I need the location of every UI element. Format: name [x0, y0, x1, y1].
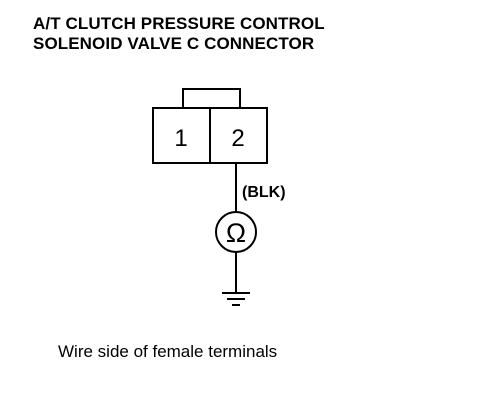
- connector: [152, 88, 268, 164]
- ohm-icon: Ω: [226, 218, 246, 248]
- title-line-2: SOLENOID VALVE C CONNECTOR: [33, 34, 315, 53]
- title-line-1: A/T CLUTCH PRESSURE CONTROL: [33, 14, 325, 33]
- connector-lock-tab: [182, 88, 241, 108]
- diagram-title: A/T CLUTCH PRESSURE CONTROL SOLENOID VAL…: [33, 14, 325, 54]
- terminal-2-label: 2: [231, 125, 244, 152]
- wire-color-label: (BLK): [242, 184, 286, 201]
- ground-icon: [222, 292, 250, 306]
- view-caption: Wire side of female terminals: [58, 342, 278, 361]
- terminal-1-label: 1: [174, 125, 187, 152]
